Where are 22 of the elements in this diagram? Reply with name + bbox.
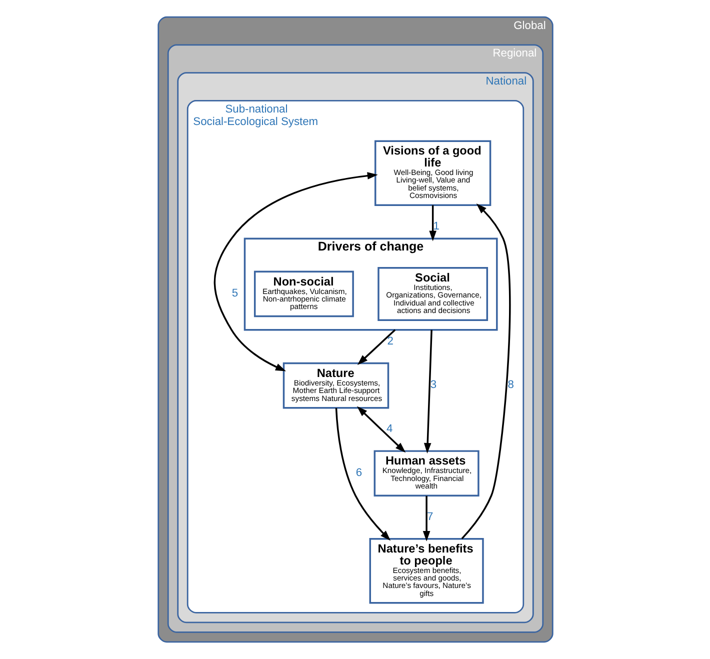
edge-label: 4 xyxy=(386,423,392,436)
node-box: Nature’s benefits to people Ecosystem benefits, services and goods, Nature’s favours, Nature’s gifts xyxy=(368,538,484,604)
arrow xyxy=(213,172,378,372)
edge-label: 3 xyxy=(430,379,436,392)
edge-label: 6 xyxy=(355,466,362,479)
arrow xyxy=(460,203,510,540)
edge-label: 5 xyxy=(231,288,238,300)
edge-label: 2 xyxy=(386,335,393,348)
edge-label: 8 xyxy=(507,379,514,392)
node-box: Human assets Knowledge, Infrastructure, Technology, Financial wealth xyxy=(373,450,479,496)
node-box: Non-social Earthquakes, Vulcanism, Non-antrhopenic climate patterns xyxy=(253,270,354,318)
edge-label: 1 xyxy=(432,220,439,232)
arrow xyxy=(423,330,432,454)
arrow xyxy=(356,329,396,365)
arrow xyxy=(422,496,430,542)
arrow xyxy=(428,205,436,242)
arrow xyxy=(356,406,406,453)
node-box: Nature Biodiversity, Ecosystems, Mother Earth Life-support systems Natural resources xyxy=(282,362,389,409)
arrow xyxy=(334,408,390,541)
node-box: Visions of a good life Well-Being, Good living Living-well, Value and belief systems, Cosmovisions xyxy=(374,140,491,206)
node-box: Social Institutions, Organizations, Governance, Individual and collective actions and decisions xyxy=(377,266,488,321)
edge-label: 7 xyxy=(426,510,433,523)
